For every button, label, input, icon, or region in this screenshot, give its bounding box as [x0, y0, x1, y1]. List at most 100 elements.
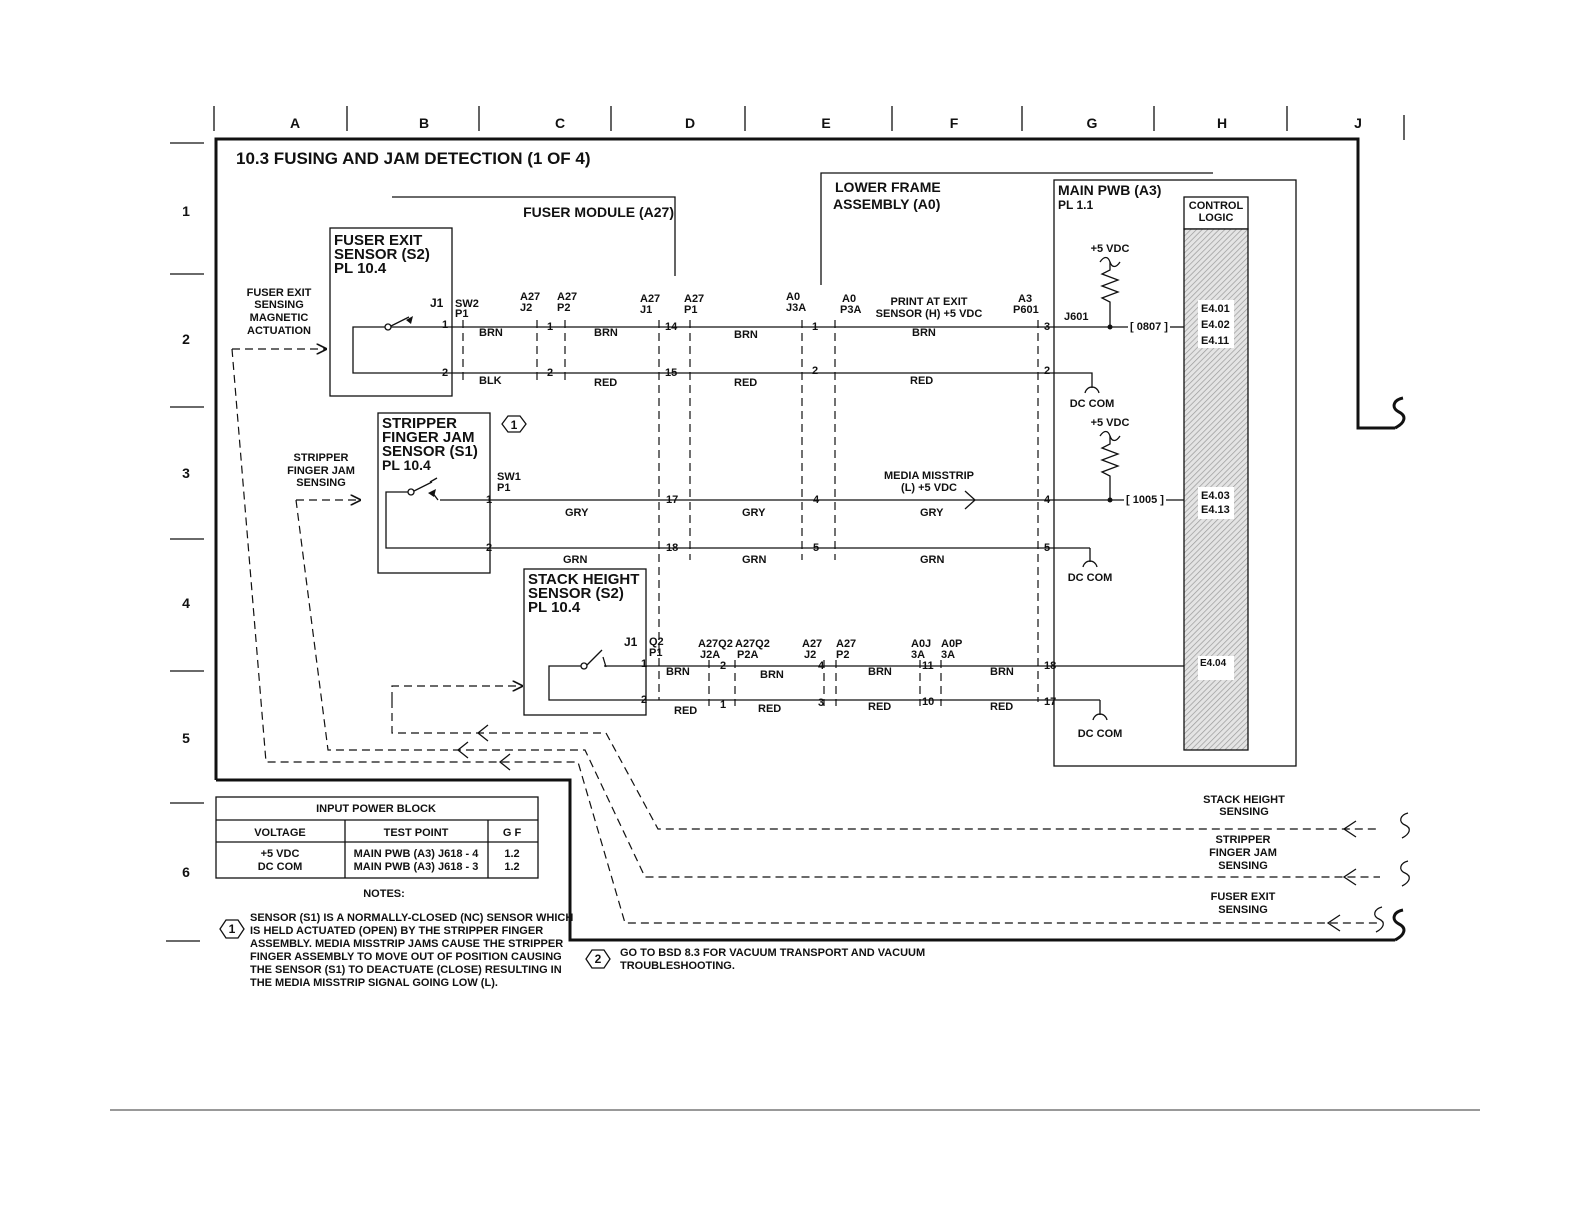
stripper-sensing-path: [295, 499, 1380, 878]
label-j601: J601: [1064, 311, 1088, 323]
fuser-exit-switch-icon: [384, 323, 392, 331]
path-arrow-icon: [476, 724, 489, 742]
pin: 17: [1044, 696, 1056, 708]
pin: 2: [812, 365, 818, 377]
wire-color: GRN: [563, 554, 588, 566]
dc-com-label: DC COM: [1068, 572, 1113, 584]
label-p3a: P3A: [840, 304, 861, 316]
vdc-symbol-icon: [1099, 430, 1121, 442]
pin: 14: [665, 321, 678, 333]
fuser-exit-sensing-4: ACTUATION: [247, 325, 311, 337]
stack-height-j1: J1: [624, 635, 638, 649]
row-5: 5: [182, 730, 190, 746]
note-2-line: GO TO BSD 8.3 FOR VACUUM TRANSPORT AND V…: [620, 947, 925, 959]
label-p601: P601: [1013, 304, 1039, 316]
label-j3a: J3A: [786, 302, 806, 314]
note-1-line: THE SENSOR (S1) TO DEACTUATE (CLOSE) RES…: [250, 964, 562, 976]
media-misstrip-1: MEDIA MISSTRIP: [884, 470, 974, 482]
logic-pin-e402: E4.02: [1201, 319, 1230, 331]
stripper-actuator-icon: [428, 489, 436, 497]
stripper-sensing-1: STRIPPER: [293, 452, 348, 464]
wire-color: RED: [990, 701, 1013, 713]
fuser-exit-sensing-3: MAGNETIC: [250, 312, 309, 324]
stripper-output-2: FINGER JAM: [1209, 847, 1277, 859]
wire-color: GRN: [742, 554, 767, 566]
fuser-module-label: FUSER MODULE (A27): [523, 204, 674, 220]
pull-up-resistor-icon: [1100, 436, 1120, 500]
pin: 4: [818, 660, 825, 672]
col-b: B: [419, 115, 429, 131]
stack-height-switch-loop: [548, 665, 644, 701]
wire-color: RED: [910, 375, 933, 387]
diagram-border: [214, 137, 1395, 780]
fuser-exit-sensor-name-2: SENSOR (S2): [334, 246, 430, 263]
pin: 4: [1044, 494, 1051, 506]
pin: 11: [922, 660, 934, 672]
note-1-num: 1: [229, 922, 236, 936]
wire-color: BRN: [479, 327, 503, 339]
pin: 4: [813, 494, 820, 506]
stack-height-switch-blade: [586, 649, 603, 666]
pin: 2: [547, 367, 553, 379]
stack-height-switch-icon: [580, 662, 588, 670]
pin: 10: [922, 696, 934, 708]
stripper-sensing-2: FINGER JAM: [287, 465, 355, 477]
label-p2a: P2A: [737, 649, 758, 661]
pin: 15: [665, 367, 677, 379]
main-pwb-label: MAIN PWB (A3): [1058, 182, 1161, 198]
ground-icon: [1084, 386, 1100, 394]
table-cell: 1.2: [504, 848, 519, 860]
logic-pin-bg-1: [1198, 300, 1234, 348]
main-pwb-box: [1053, 179, 1297, 767]
col-j: J: [1354, 115, 1362, 131]
col-c: C: [555, 115, 565, 131]
stripper-p1: P1: [497, 482, 510, 494]
stack-height-sensor-pl: PL 10.4: [528, 599, 581, 616]
wire-color: GRY: [742, 507, 766, 519]
stripper-sw1: SW1: [497, 471, 521, 483]
pin: 17: [666, 494, 678, 506]
note-1-hex-icon: [501, 415, 527, 433]
dc-com-label: DC COM: [1070, 398, 1115, 410]
table-cell: MAIN PWB (A3) J618 - 3: [354, 861, 479, 873]
fuser-exit-sensor-name-1: FUSER EXIT: [334, 232, 422, 249]
wire-color: RED: [868, 701, 891, 713]
wire-color: BRN: [594, 327, 618, 339]
wire-color: RED: [674, 705, 697, 717]
path-arrow-icon: [1342, 820, 1357, 838]
break-symbol-bottom: [1392, 908, 1406, 942]
logic-pin-e404: E4.04: [1200, 658, 1227, 669]
ground-icon: [1092, 713, 1108, 721]
signal-code-1005: [ 1005 ]: [1126, 494, 1164, 506]
note-1-line: THE MEDIA MISSTRIP SIGNAL GOING LOW (L).: [250, 977, 498, 989]
note-2-num: 2: [595, 952, 602, 966]
fuser-exit-sensing-1: FUSER EXIT: [247, 287, 312, 299]
logic-pin-e411: E4.11: [1201, 335, 1229, 347]
label-j2a: J2A: [700, 649, 720, 661]
pull-up-resistor-icon: [1100, 262, 1120, 327]
print-at-exit-1: PRINT AT EXIT: [891, 296, 968, 308]
logic-pin-e401: E4.01: [1201, 303, 1230, 315]
lower-frame-label-1: LOWER FRAME: [835, 179, 941, 195]
pin: 2: [1044, 365, 1050, 377]
label-a3: A3: [1018, 293, 1032, 305]
logic-pin-e403: E4.03: [1201, 490, 1230, 502]
stripper-sensor-name-3: SENSOR (S1): [382, 443, 478, 460]
label-a0: A0: [786, 291, 800, 303]
wire-color: BRN: [760, 669, 784, 681]
pin: 5: [813, 542, 819, 554]
wire-color: RED: [594, 377, 617, 389]
label-a27: A27: [684, 293, 704, 305]
label-a27q2: A27Q2: [735, 638, 770, 650]
row-6: 6: [182, 864, 190, 880]
stripper-switch-icon: [407, 488, 415, 496]
label-p2: P2: [557, 302, 570, 314]
table-title: INPUT POWER BLOCK: [316, 803, 436, 815]
label-sw2-p1: P1: [455, 308, 468, 320]
stack-height-sensing-path: [391, 700, 1380, 830]
label-p1: P1: [684, 304, 697, 316]
stack-height-switch-contact: [602, 656, 607, 668]
wire-color: BRN: [666, 666, 690, 678]
stripper-sensor-box: [377, 412, 491, 574]
table-cell: 1.2: [504, 861, 519, 873]
